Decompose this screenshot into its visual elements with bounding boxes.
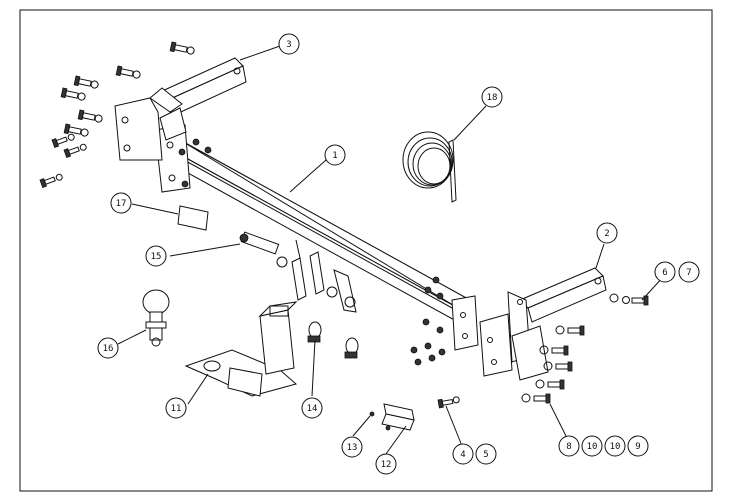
- svg-text:14: 14: [307, 404, 318, 414]
- callout-7: 7: [678, 261, 700, 283]
- svg-text:5: 5: [483, 450, 488, 460]
- tow-neck: [184, 301, 298, 397]
- socket-bracket: [239, 231, 288, 268]
- svg-text:16: 16: [103, 344, 114, 354]
- svg-text:7: 7: [686, 268, 691, 278]
- svg-text:2: 2: [604, 229, 609, 239]
- svg-text:6: 6: [662, 268, 667, 278]
- left-bolt-set: [39, 41, 195, 189]
- main-crossbar: [154, 124, 479, 351]
- callout-14: 14: [301, 397, 323, 419]
- diagram-border: [19, 9, 713, 492]
- svg-text:17: 17: [116, 199, 127, 209]
- callout-11: 11: [165, 397, 187, 419]
- callout-3: 3: [278, 33, 300, 55]
- callout-10b: 10: [604, 435, 626, 457]
- right-bolt-set: [410, 293, 649, 409]
- right-side-bracket: [479, 267, 607, 381]
- callout-2: 2: [596, 222, 618, 244]
- callout-17: 17: [110, 192, 132, 214]
- tow-ball: [142, 289, 170, 347]
- svg-text:1: 1: [332, 151, 337, 161]
- svg-text:12: 12: [381, 460, 392, 470]
- callout-12: 12: [375, 453, 397, 475]
- svg-text:18: 18: [487, 93, 498, 103]
- callout-4: 4: [452, 443, 474, 465]
- svg-text:13: 13: [347, 443, 358, 453]
- callout-16: 16: [97, 337, 119, 359]
- label-sticker: [177, 205, 209, 231]
- svg-text:11: 11: [171, 404, 182, 414]
- callout-15: 15: [145, 245, 167, 267]
- callout-9: 9: [627, 435, 649, 457]
- svg-text:10: 10: [587, 442, 598, 452]
- svg-text:3: 3: [286, 40, 291, 50]
- leader-lines: [117, 45, 665, 455]
- callout-10a: 10: [581, 435, 603, 457]
- d-shackles: [307, 321, 359, 359]
- wiring-harness-coil: [402, 131, 457, 203]
- callout-6: 6: [654, 261, 676, 283]
- callout-13: 13: [341, 436, 363, 458]
- left-side-bracket: [114, 57, 247, 161]
- svg-text:9: 9: [635, 442, 640, 452]
- callout-5: 5: [475, 443, 497, 465]
- svg-text:10: 10: [610, 442, 621, 452]
- small-bracket: [369, 403, 415, 431]
- callout-8: 8: [558, 435, 580, 457]
- svg-text:4: 4: [460, 450, 465, 460]
- svg-text:8: 8: [566, 442, 571, 452]
- callout-1: 1: [324, 144, 346, 166]
- callout-18: 18: [481, 86, 503, 108]
- svg-text:15: 15: [151, 252, 162, 262]
